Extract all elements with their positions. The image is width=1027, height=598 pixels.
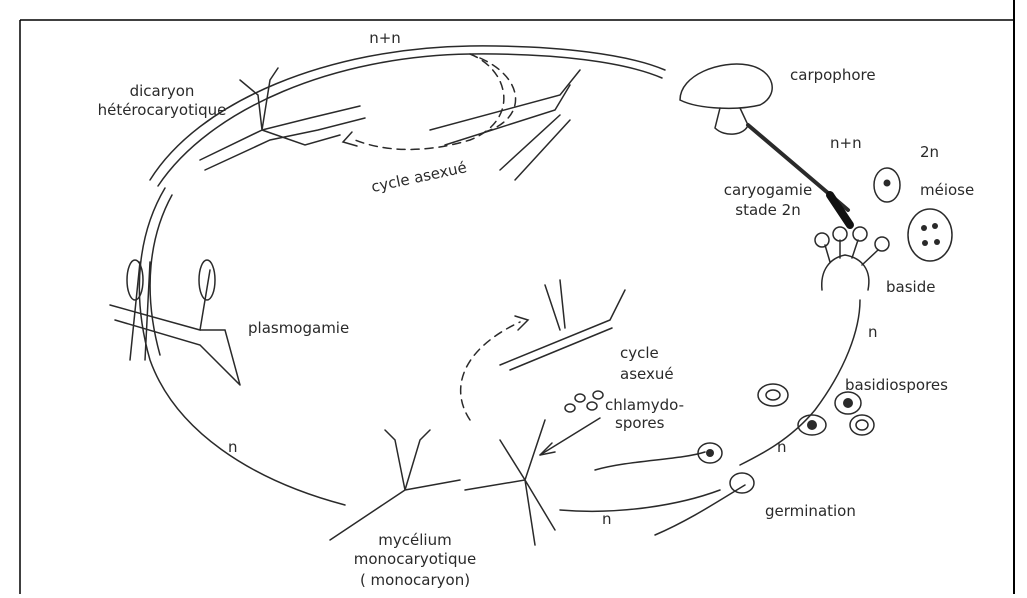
germ-spore-2 [730,473,754,493]
baside-label: baside [886,278,935,296]
cycle-asexue-inner-label-1: cycle [620,344,659,362]
chlamydospore-1 [565,404,575,412]
left-cycle-arc [139,188,345,505]
basidiospore-1-nucleus [766,390,780,400]
cycle-asexue-inner-label-2: asexué [620,365,674,383]
cycle-asexue-top-label: cycle asexué [370,158,469,196]
plasmogamie-hyphae [110,262,240,385]
plasmogamie-label: plasmogamie [248,319,349,337]
asexual-arrowhead-center [515,316,528,330]
carpophore-cap [680,64,772,108]
ploidy-stalk-label: n+n [830,134,862,152]
carpophore-label: carpophore [790,66,876,84]
meiosis-nucleus-2 [932,223,938,229]
dicaryon-label-2: hétérocaryotique [98,101,227,119]
ploidy-spores-label: n [777,438,787,456]
mycelium-label-3: ( monocaryon) [360,571,470,589]
basidiospores-label: basidiospores [845,376,948,394]
basidiospore-4 [850,415,874,435]
basidiospore-2-nucleus [843,398,853,408]
meiosis-nucleus-3 [922,240,928,246]
plasmogamie-tip-1 [127,260,143,300]
basidiospore-1 [758,384,788,406]
basidium-spore-2 [833,227,847,241]
chlamydospore-4 [593,391,603,399]
mycelium-label-2: monocaryotique [354,550,476,568]
meiose-label: méiose [920,181,974,199]
chlamydospores-label-2: spores [615,414,665,432]
germ-spore-1-nucleus [706,449,714,457]
carpophore-stem [715,108,748,134]
ploidy-right-label: n [868,323,878,341]
dikaryon-arc-inner [158,54,662,186]
germ-tube-1 [595,452,705,470]
right-cycle-arc [740,300,860,465]
germ-tube-2 [655,485,745,535]
ploidy-top-label: n+n [369,29,401,47]
chlamydospores-label-1: chlamydo- [605,396,684,414]
mycelium-label-1: mycélium [378,531,451,549]
caryogamie-label-1: caryogamie [724,181,812,199]
germination-label: germination [765,502,856,520]
basidiospore-4-nucleus [856,420,868,430]
basidium-spore-1 [815,233,829,247]
chlamydospore-3 [587,402,597,410]
asexual-arrowhead-top [343,132,357,146]
ploidy-left-label: n [228,438,238,456]
plasmogamie-tip-2 [199,260,215,300]
mycelium-hypha-left [330,430,460,540]
dicaryon-label-1: dicaryon [130,82,195,100]
chlamydospore-arrowhead [540,443,555,455]
ploidy-2n-label: 2n [920,143,939,161]
meiosis-nucleus-1 [921,225,927,231]
asexual-dashed-outer [355,54,504,149]
basidium-spore-3 [853,227,867,241]
basidiospore-3-nucleus [807,420,817,430]
ploidy-bottom-label: n [602,510,612,528]
asexual-dashed-center [461,322,520,420]
chlamydospore-2 [575,394,585,402]
meiosis-cell [908,209,952,261]
dicaryon-hypha-2 [205,118,365,170]
asexual-dashed-inner [480,58,516,132]
diploid-nucleus [884,180,891,187]
chlamydospore-arrow [540,418,600,455]
mycelium-hypha-right [465,420,555,545]
caryogamie-label-2: stade 2n [735,201,800,219]
basidium-spore-4 [875,237,889,251]
baside-sterigmata [825,240,878,265]
inner-asexual-hypha [500,280,625,370]
bottom-arc [560,490,720,511]
meiosis-nucleus-4 [934,239,940,245]
